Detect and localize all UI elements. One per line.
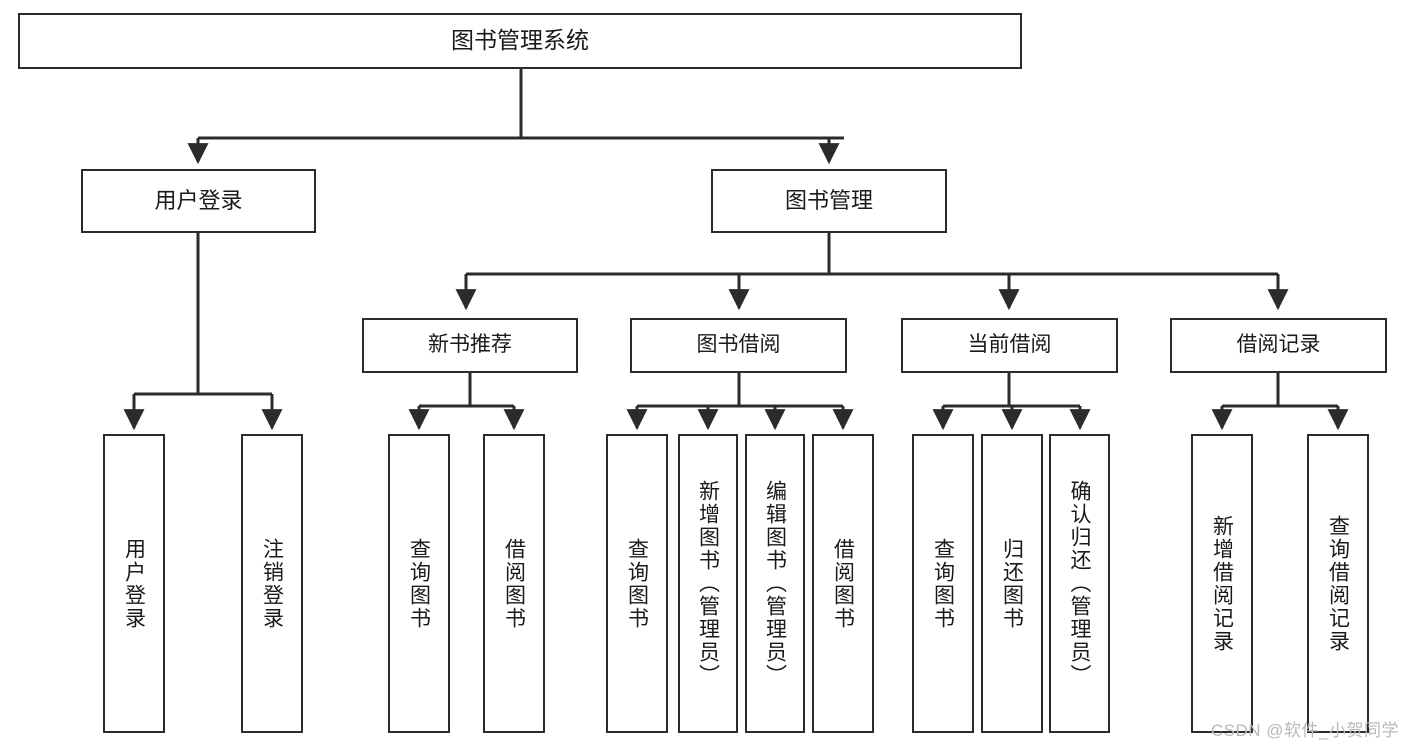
leaf-borrow-edit-book-label: 编辑图书（管理员） — [763, 480, 787, 687]
leaf-user-login-label: 用户登录 — [122, 537, 146, 630]
leaf-record-add[interactable]: 新增借阅记录 — [1191, 434, 1253, 733]
leaf-borrow-borrow-book[interactable]: 借阅图书 — [812, 434, 874, 733]
leaf-current-confirm-return-label: 确认归还（管理员） — [1068, 480, 1091, 687]
watermark: CSDN @软件_小贺同学 — [1210, 721, 1399, 740]
leaf-current-confirm-return[interactable]: 确认归还（管理员） — [1049, 434, 1110, 733]
leaf-user-logout[interactable]: 注销登录 — [241, 434, 303, 733]
leaf-current-return-book[interactable]: 归还图书 — [981, 434, 1043, 733]
node-borrow-record-label: 借阅记录 — [1236, 333, 1321, 357]
node-book-management[interactable]: 图书管理 — [711, 169, 947, 233]
node-book-borrow[interactable]: 图书借阅 — [630, 318, 847, 373]
node-root[interactable]: 图书管理系统 — [18, 13, 1022, 69]
leaf-borrow-add-book[interactable]: 新增图书（管理员） — [678, 434, 738, 733]
leaf-current-return-book-label: 归还图书 — [1000, 537, 1024, 630]
leaf-borrow-query-book[interactable]: 查询图书 — [606, 434, 668, 733]
leaf-recommend-borrow-book-label: 借阅图书 — [502, 537, 526, 630]
leaf-borrow-query-book-label: 查询图书 — [625, 537, 649, 630]
node-user-login-label: 用户登录 — [154, 188, 243, 214]
leaf-record-query[interactable]: 查询借阅记录 — [1307, 434, 1369, 733]
leaf-borrow-borrow-book-label: 借阅图书 — [831, 537, 855, 630]
node-new-book-recommend-label: 新书推荐 — [428, 333, 512, 357]
node-borrow-record[interactable]: 借阅记录 — [1170, 318, 1387, 373]
node-book-borrow-label: 图书借阅 — [696, 333, 781, 357]
leaf-record-query-label: 查询借阅记录 — [1326, 514, 1350, 653]
leaf-current-query-book[interactable]: 查询图书 — [912, 434, 974, 733]
leaf-borrow-add-book-label: 新增图书（管理员） — [696, 480, 720, 687]
leaf-user-login[interactable]: 用户登录 — [103, 434, 165, 733]
leaf-user-logout-label: 注销登录 — [260, 537, 284, 630]
node-user-login[interactable]: 用户登录 — [81, 169, 316, 233]
node-book-management-label: 图书管理 — [784, 188, 873, 214]
node-current-borrow-label: 当前借阅 — [967, 333, 1052, 357]
leaf-current-query-book-label: 查询图书 — [931, 537, 955, 630]
leaf-recommend-query-book-label: 查询图书 — [407, 537, 431, 630]
node-root-label: 图书管理系统 — [451, 27, 589, 54]
node-current-borrow[interactable]: 当前借阅 — [901, 318, 1118, 373]
leaf-recommend-query-book[interactable]: 查询图书 — [388, 434, 450, 733]
leaf-borrow-edit-book[interactable]: 编辑图书（管理员） — [745, 434, 805, 733]
leaf-record-add-label: 新增借阅记录 — [1210, 514, 1234, 653]
node-new-book-recommend[interactable]: 新书推荐 — [362, 318, 578, 373]
leaf-recommend-borrow-book[interactable]: 借阅图书 — [483, 434, 545, 733]
